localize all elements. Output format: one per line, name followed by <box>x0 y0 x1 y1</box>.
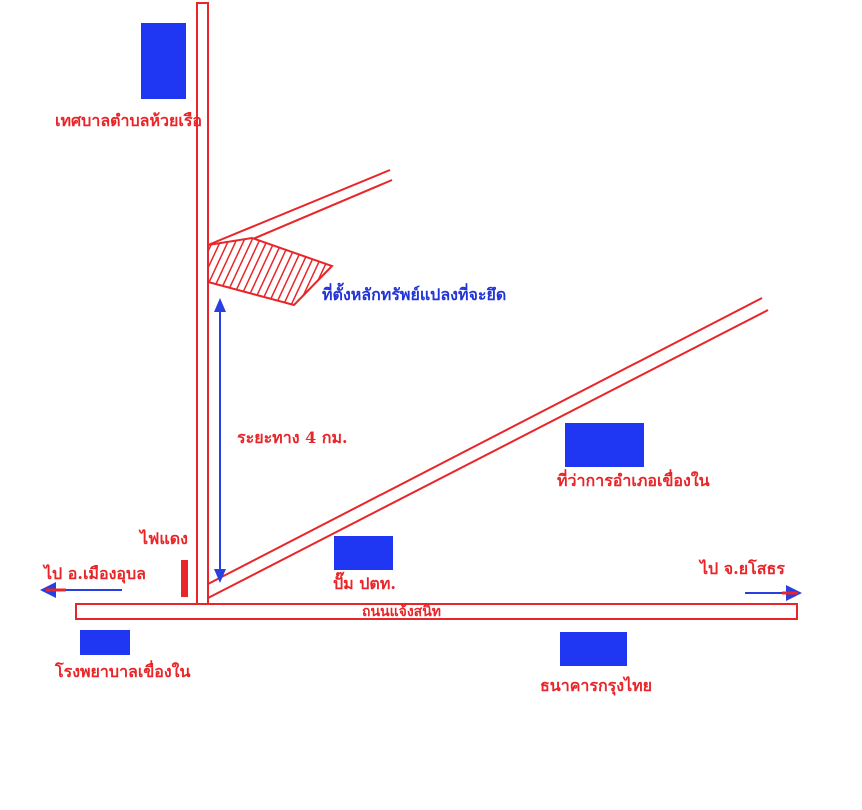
municipality-building <box>141 23 186 99</box>
district-office-building <box>565 423 644 467</box>
gas-station-label: ปั๊ม ปตท. <box>333 574 396 593</box>
hospital-building <box>80 630 130 655</box>
main-road-label: ถนนแจ้งสนิท <box>362 604 442 620</box>
municipality-label: เทศบาลตำบลห้วยเรือ <box>55 111 203 130</box>
diagonal-road <box>207 297 769 599</box>
direction-arrow-east <box>745 585 802 601</box>
target-land-plot <box>207 236 334 307</box>
distance-arrow <box>214 298 226 583</box>
traffic-light-label: ไฟแดง <box>140 529 188 548</box>
bank-label: ธนาคารกรุงไทย <box>540 676 653 695</box>
direction-east-label: ไป จ.ยโสธร <box>700 559 785 578</box>
traffic-light-marker <box>181 560 188 597</box>
direction-arrow-west <box>40 582 122 598</box>
direction-west-label: ไป อ.เมืองอุบล <box>44 564 146 583</box>
distance-label: ระยะทาง 4 กม. <box>237 428 348 447</box>
target-plot-label: ที่ตั้งหลักทรัพย์แปลงที่จะยึด <box>322 285 507 304</box>
main-road <box>75 603 798 620</box>
bank-building <box>560 632 627 666</box>
gas-station-building <box>334 536 393 570</box>
district-office-label: ที่ว่าการอำเภอเขื่องใน <box>557 471 710 490</box>
hospital-label: โรงพยาบาลเขื่องใน <box>55 662 191 681</box>
vertical-road <box>196 2 209 605</box>
